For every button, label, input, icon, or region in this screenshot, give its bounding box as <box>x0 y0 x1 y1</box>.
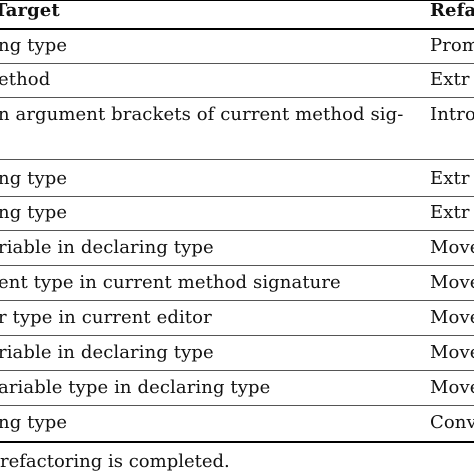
table-footnote: refactoring is completed. <box>0 451 230 472</box>
header-target: Target <box>0 0 60 21</box>
row-target: ng type <box>0 412 68 433</box>
row-target: riable in declaring type <box>0 342 214 363</box>
row-refactoring: Extr <box>430 69 470 90</box>
row-target: ng type <box>0 202 68 223</box>
row-refactoring: Extr <box>430 202 470 223</box>
row-refactoring: Extr <box>430 168 470 189</box>
row-target: n argument brackets of current method si… <box>0 104 404 125</box>
row-rule <box>0 97 474 98</box>
table-bottom-rule <box>0 441 474 443</box>
row-target: ethod <box>0 69 51 90</box>
row-rule <box>0 63 474 64</box>
row-refactoring: Prom <box>430 35 474 56</box>
row-rule <box>0 265 474 266</box>
row-rule <box>0 335 474 336</box>
row-rule <box>0 196 474 197</box>
header-rule <box>0 28 474 30</box>
row-rule <box>0 230 474 231</box>
row-target: riable in declaring type <box>0 237 214 258</box>
row-target: ng type <box>0 35 68 56</box>
row-refactoring: Intro <box>430 104 474 125</box>
row-rule <box>0 405 474 406</box>
row-rule <box>0 370 474 371</box>
row-target: ariable type in declaring type <box>0 377 271 398</box>
row-target: ng type <box>0 168 68 189</box>
row-refactoring: Conv <box>430 412 474 433</box>
row-rule <box>0 159 474 160</box>
table-top-rule <box>0 0 474 1</box>
row-target: ent type in current method signature <box>0 272 341 293</box>
header-refactoring: Refa <box>430 0 474 21</box>
row-rule <box>0 300 474 301</box>
row-target: r type in current editor <box>0 307 212 328</box>
